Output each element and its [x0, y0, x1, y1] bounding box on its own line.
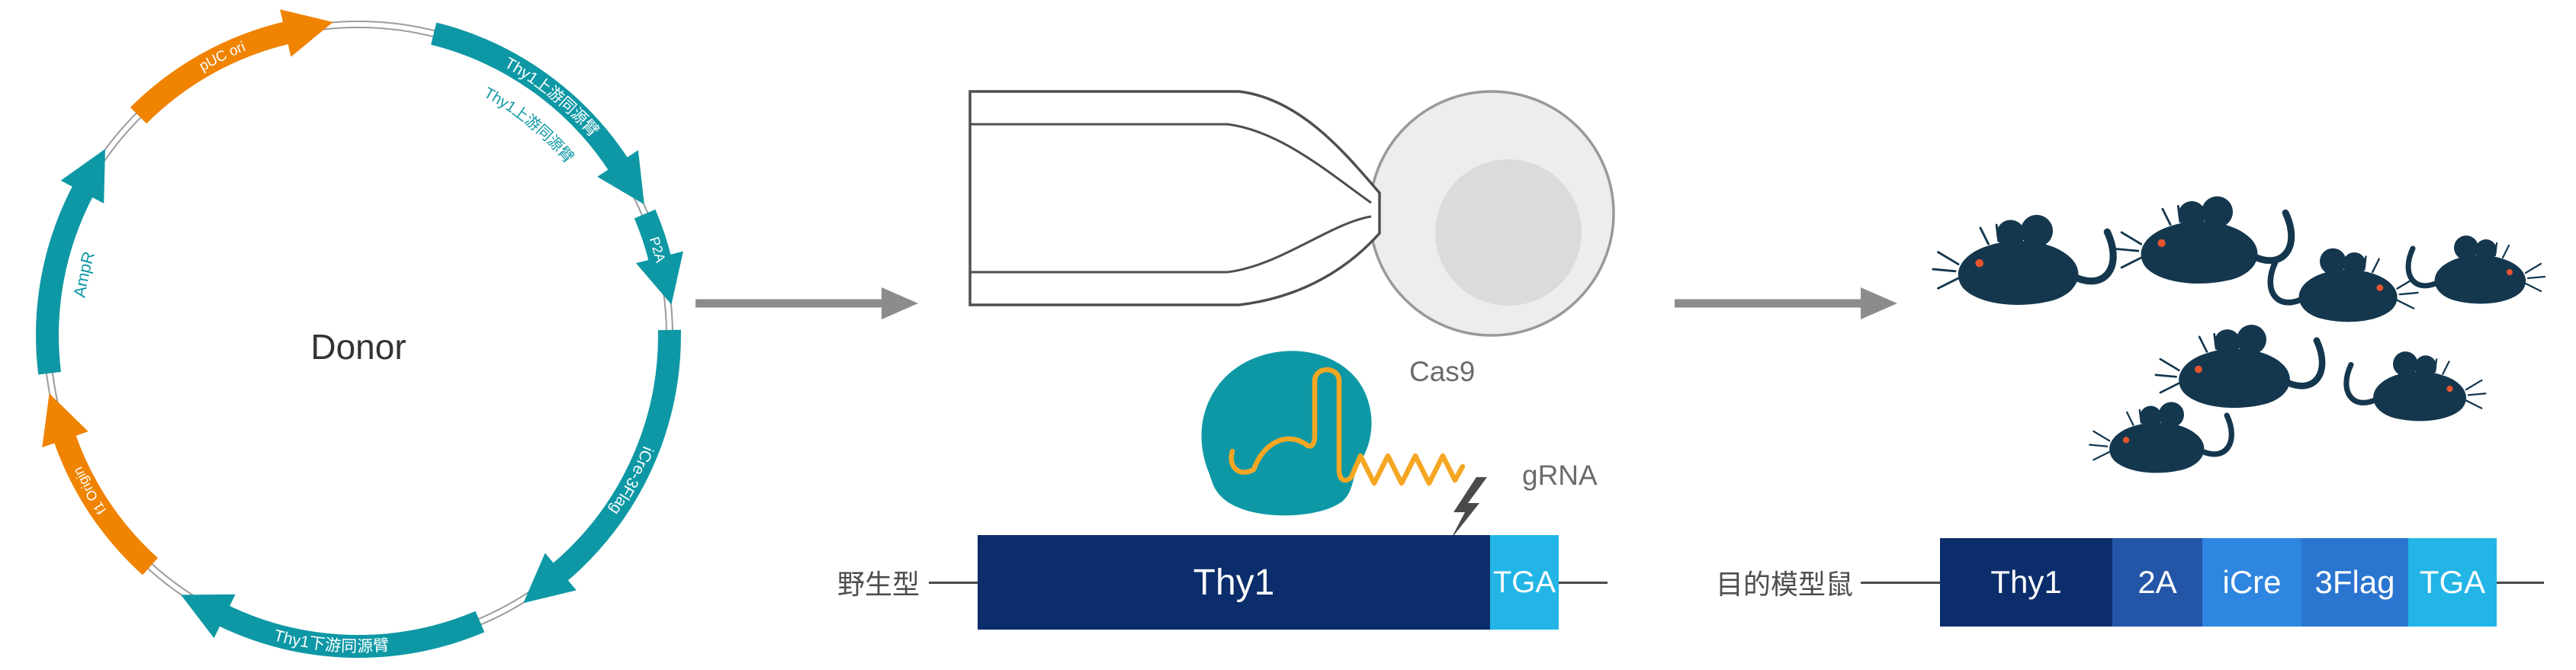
- cas9-protein-blob: [1201, 351, 1372, 516]
- model-segment-3flag: 3Flag: [2301, 538, 2408, 627]
- flow-arrow-2: [1675, 287, 1897, 319]
- wild-type-leader-line: [929, 581, 978, 584]
- pipette-inner-wall-bottom: [970, 215, 1372, 274]
- wild-type-row: 野生型 Thy1 TGA: [828, 535, 1608, 630]
- model-segment-thy1: Thy1: [1940, 538, 2112, 627]
- feature-icre-3flag-label: iCre-3Flag: [606, 444, 657, 518]
- model-segment-icre: iCre: [2202, 538, 2301, 627]
- model-label: 目的模型鼠: [1715, 569, 1853, 600]
- wild-type-label: 野生型: [837, 569, 920, 600]
- wild-type-tail-line: [1559, 581, 1608, 584]
- mouse: [2346, 351, 2486, 421]
- model-tail-line: [2497, 581, 2544, 584]
- mouse: [2408, 236, 2545, 303]
- feature-puc-ori-arrow: [130, 9, 333, 124]
- feature-p2a-arrow: [634, 209, 683, 305]
- mouse: [2270, 248, 2417, 322]
- mouse: [2117, 197, 2292, 284]
- plasmid-title: Donor: [310, 327, 406, 367]
- flow-arrow-1-head: [882, 287, 918, 319]
- mouse: [2156, 325, 2322, 408]
- mice-group: [1933, 197, 2545, 473]
- feature-ampr-arrow: [36, 149, 105, 375]
- model-segment-2a: 2A: [2112, 538, 2202, 627]
- svg-text:Thy1下游同源臂: Thy1下游同源臂: [272, 627, 390, 656]
- wild-segment-thy1: Thy1: [978, 535, 1490, 630]
- svg-text:Thy1上游同源臂: Thy1上游同源臂: [502, 54, 602, 140]
- wild-segment-tga: TGA: [1490, 535, 1559, 630]
- feature-thy1-upstream-label: Thy1上游同源臂: [502, 54, 602, 140]
- cas9-label: Cas9: [1409, 356, 1475, 387]
- cleavage-bolt-icon: [1450, 477, 1487, 540]
- model-segment-tga: TGA: [2408, 538, 2497, 627]
- pipette-inner-wall-top: [970, 123, 1372, 204]
- feature-thy1-upstream-arrow: [431, 22, 644, 205]
- flow-arrow-2-head: [1861, 287, 1897, 319]
- model-row: 目的模型鼠 Thy1 2A iCre 3Flag TGA: [1708, 538, 2544, 627]
- flow-arrow-1: [695, 287, 918, 319]
- svg-text:iCre-3Flag: iCre-3Flag: [606, 444, 657, 518]
- egg-nucleus: [1435, 159, 1582, 306]
- grna-label: gRNA: [1522, 460, 1598, 491]
- plasmid-map: pUC ori Thy1上游同源臂 Thy1上游同源臂 P2A iCre-3Fl…: [36, 9, 683, 659]
- feature-ampr-label: AmpR: [69, 249, 98, 299]
- mouse: [2089, 402, 2231, 473]
- microinjection-illustration: [968, 90, 1615, 540]
- holding-pipette-outline: [968, 90, 1381, 306]
- feature-thy1-downstream-arrow: [181, 594, 485, 659]
- grna-strand: [1229, 367, 1466, 486]
- mouse: [1933, 215, 2113, 305]
- feature-icre-3flag-arrow: [523, 329, 681, 604]
- model-leader-line: [1861, 581, 1940, 584]
- svg-text:AmpR: AmpR: [69, 249, 98, 299]
- feature-f1-origin-arrow: [42, 393, 159, 575]
- feature-thy1-downstream-label: Thy1下游同源臂: [272, 627, 390, 656]
